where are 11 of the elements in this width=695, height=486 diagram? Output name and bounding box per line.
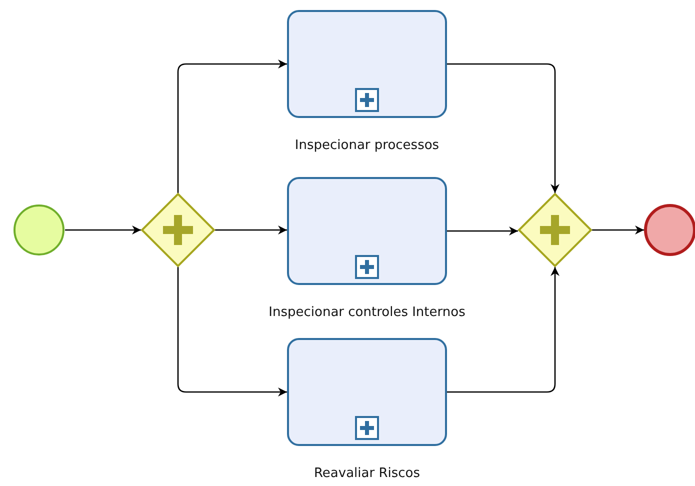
task-label: Inspecionar processos [294,138,440,153]
task-label: Reavaliar Riscos [312,466,422,481]
sequence-flow-arrow [447,226,518,236]
sequence-flow-arrow [177,267,287,396]
sequence-flow-arrow [215,226,287,234]
sequence-flow-arrow [65,226,141,234]
sequence-flow-arrow [177,60,287,193]
sequence-flow-arrow [447,267,560,393]
sequence-flow-arrow [592,226,644,234]
sequence-flow-arrow [447,63,560,193]
task-label: Inspecionar controles Internos [268,305,466,320]
